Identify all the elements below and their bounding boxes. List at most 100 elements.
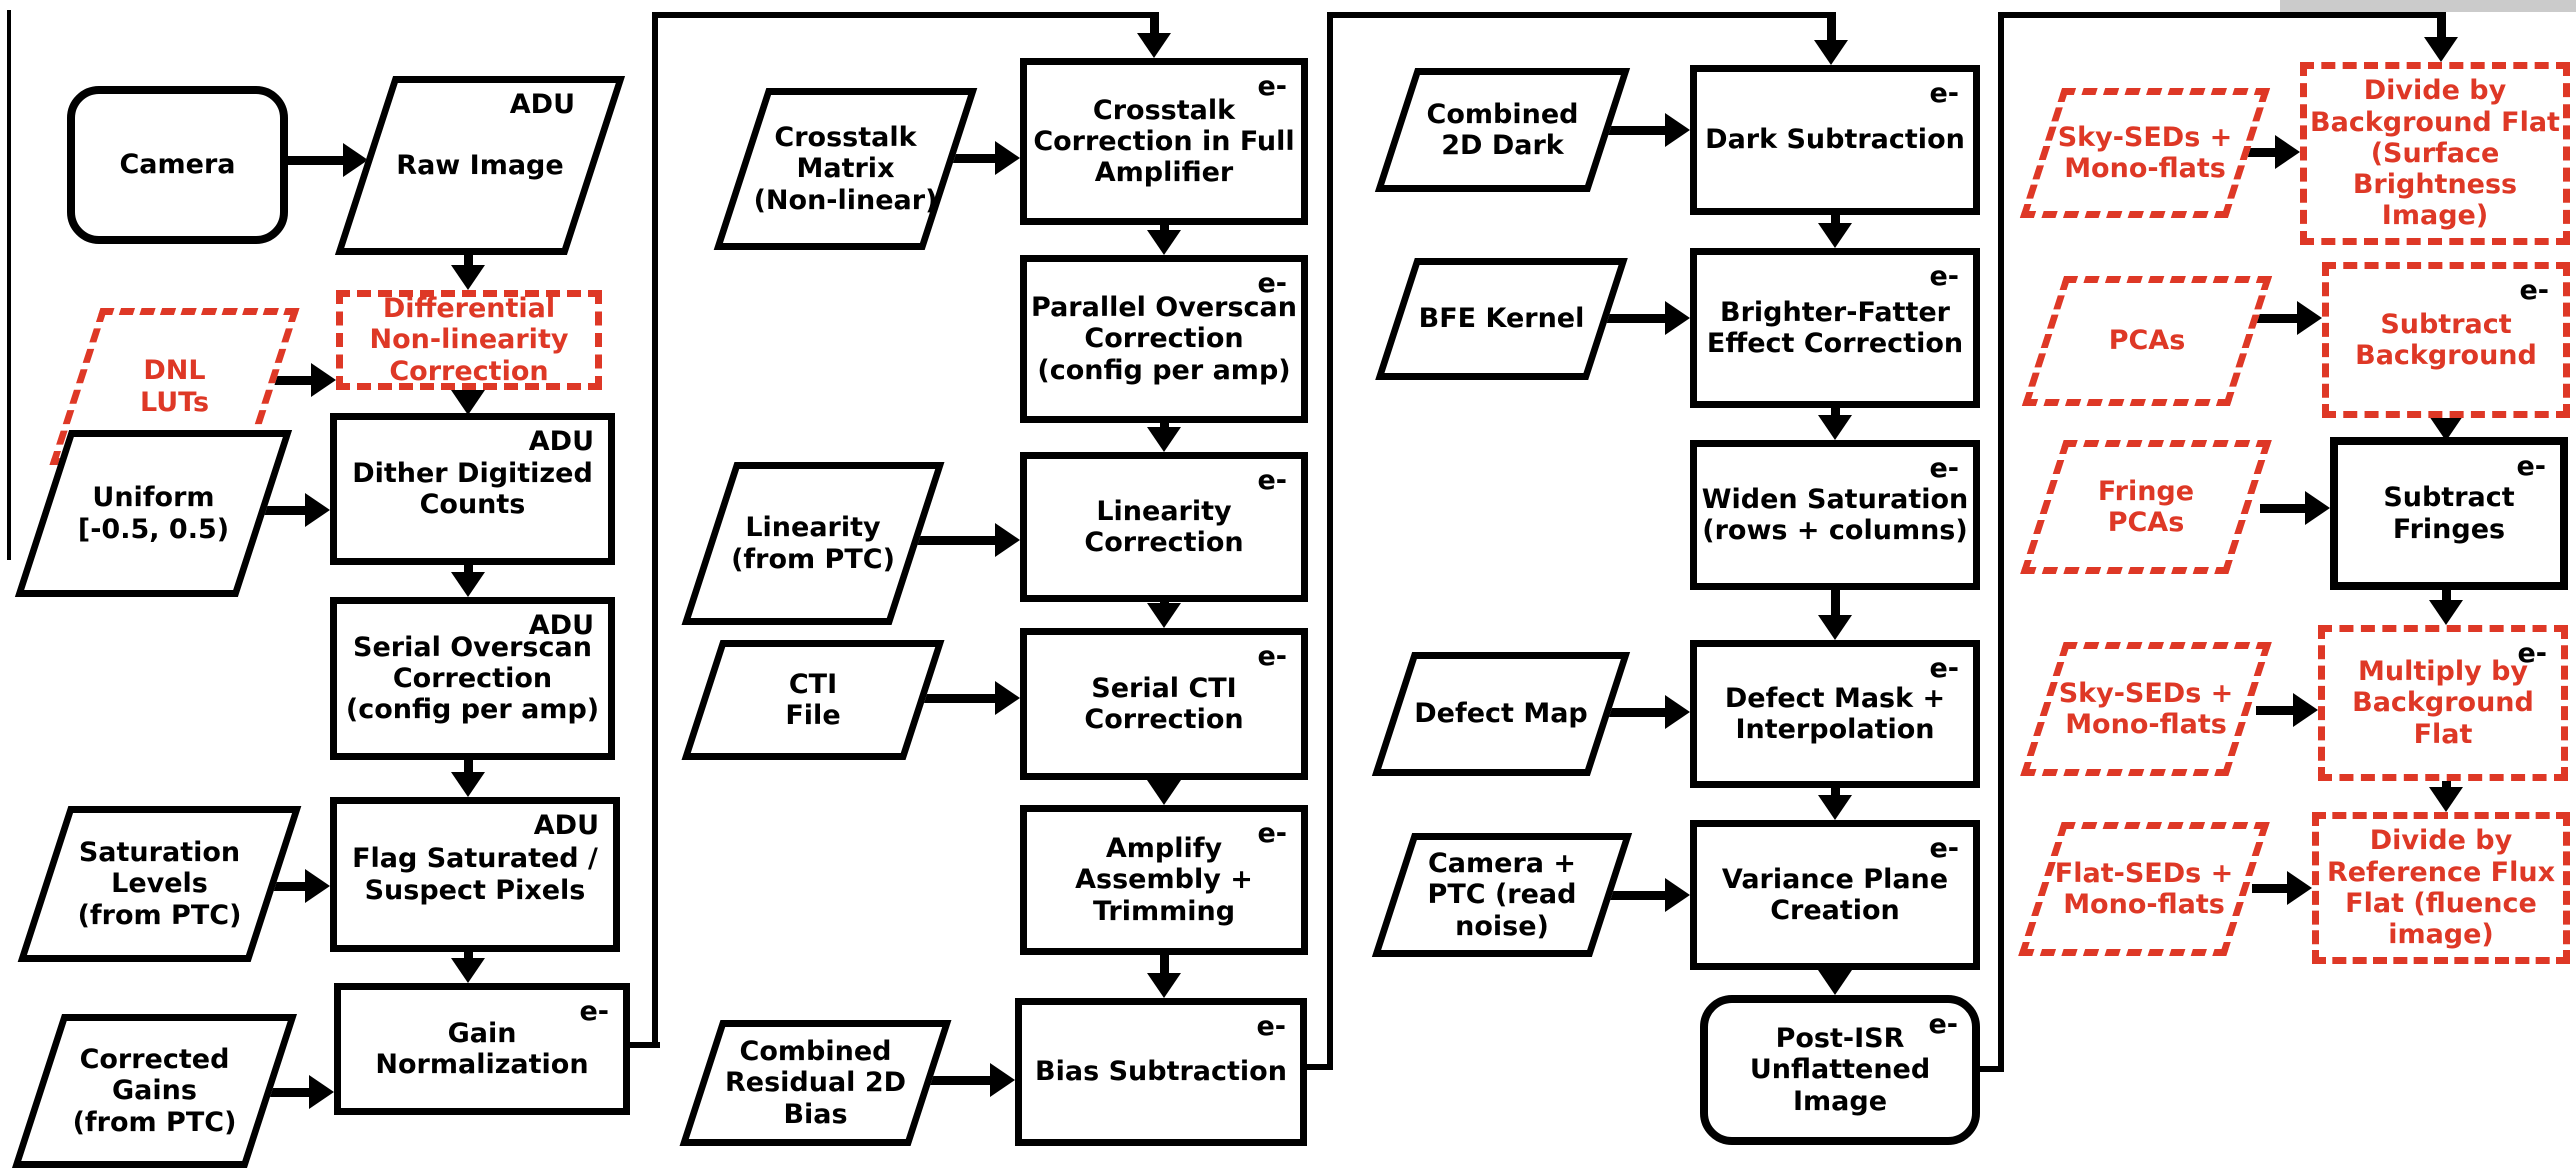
node-label: Dither Digitized Counts [352,457,593,520]
arrow-uniform-to-dither [252,493,330,527]
node-label: Post-ISR Unflattened Image [1749,1023,1931,1117]
process-multiply-background-flat: e- Multiply by Background Flat [2318,625,2568,781]
arrow-camera-to-raw-image [288,143,368,177]
process-dither-digitized-counts: ADU Dither Digitized Counts [330,413,615,565]
node-label: Subtract Fringes [2383,482,2515,545]
node-label: Multiply by Background Flat [2352,656,2534,750]
node-label: Amplify Assembly + Trimming [1075,833,1253,927]
node-label: Fringe PCAs [2097,475,2195,538]
arrow-combined-dark-to-dark [1562,113,1690,147]
node-label: Camera [119,149,236,181]
left-edge-artifact-line [7,10,11,560]
io-flat-seds-mono-flats: Flat-SEDs + Mono-flats [2018,822,2270,956]
arrow-flag-to-gain-normalization [451,952,485,983]
arrow-residual-bias-to-bias [898,1063,1015,1097]
io-bfe-kernel: BFE Kernel [1375,258,1628,380]
process-subtract-fringes: e- Subtract Fringes [2330,437,2568,590]
node-label: Crosstalk Correction in Full Amplifier [1033,94,1295,189]
connector-gain-to-crosstalk-top [652,12,1154,18]
process-divide-background-flat: Divide by Background Flat (Surface Brigh… [2300,62,2570,245]
terminator-camera: Camera [67,86,288,244]
node-label: Divide by Reference Flux Flat (fluence i… [2326,825,2556,951]
unit-badge: e- [1929,833,1959,864]
connector-gain-to-crosstalk-riser [652,12,658,1048]
io-pcas: PCAs [2021,276,2273,406]
process-defect-mask: e- Defect Mask + Interpolation [1690,640,1980,788]
io-fringe-pcas: Fringe PCAs [2020,440,2272,574]
connector-postisr-to-divide-riser [1998,12,2004,1072]
io-saturation-levels: Saturation Levels (from PTC) [17,806,302,962]
node-label: CTI File [785,668,841,731]
node-label: Serial CTI Correction [1084,672,1244,735]
arrow-camera-ptc-to-variance [1568,878,1690,912]
unit-badge: e- [1257,268,1287,299]
unit-badge: e- [579,996,609,1027]
arrow-linearity-input-to-correction [902,523,1020,557]
node-label: Sky-SEDs + Mono-flats [2057,121,2233,184]
io-crosstalk-matrix: Crosstalk Matrix (Non-linear) [713,88,978,250]
arrow-amplify-to-bias [1147,955,1181,998]
io-raw-image: ADU Raw Image [334,76,626,255]
connector-gain-to-crosstalk-h1 [626,1042,660,1048]
process-flag-saturated: ADU Flag Saturated / Suspect Pixels [330,797,620,952]
arrow-pcas-to-subtract-background [2255,301,2322,335]
unit-badge: e- [2516,451,2546,482]
unit-badge: e- [1928,1009,1958,1040]
arrow-into-crosstalk-correction [1137,12,1171,58]
arrow-saturation-to-flag [262,869,330,903]
io-camera-ptc: Camera + PTC (read noise) [1371,833,1633,957]
process-subtract-background: e- Subtract Background [2322,262,2570,418]
top-right-grey-strip [2280,0,2576,12]
node-label: Corrected Gains (from PTC) [72,1044,237,1138]
process-linearity-correction: e- Linearity Correction [1020,452,1308,602]
node-label: Defect Map [1414,698,1588,730]
node-label: Gain Normalization [375,1017,589,1080]
unit-badge: e- [1257,818,1287,849]
process-amplify-assembly: e- Amplify Assembly + Trimming [1020,805,1308,955]
connector-postisr-to-divide-top [1998,12,2439,18]
arrow-parallel-overscan-to-linearity [1147,423,1181,452]
arrow-variance-to-post-isr [1818,970,1852,995]
arrow-into-divide-background [2424,12,2458,62]
arrow-bfe-kernel-to-bfe [1562,301,1690,335]
unit-badge: e- [1929,261,1959,292]
arrow-fringe-pcas-to-fringes [2260,491,2330,525]
io-linearity-input: Linearity (from PTC) [681,462,945,625]
node-label: Crosstalk Matrix (Non-linear) [753,122,938,216]
arrow-fringes-to-multiply [2429,590,2463,625]
process-dark-subtraction: e- Dark Subtraction [1690,65,1980,215]
terminator-post-isr-unflattened-image: e- Post-ISR Unflattened Image [1700,995,1980,1145]
node-label: Combined Residual 2D Bias [724,1036,907,1130]
process-parallel-overscan: e- Parallel Overscan Correction (config … [1020,255,1308,423]
io-defect-map: Defect Map [1371,652,1631,776]
node-label: BFE Kernel [1418,303,1585,335]
arrow-subtract-background-to-fringes [2429,416,2463,441]
arrow-dnl-correction-to-dither [451,390,485,415]
arrow-into-dark-subtraction [1814,12,1848,65]
node-label: Defect Mask + Interpolation [1724,682,1946,745]
process-serial-overscan: ADU Serial Overscan Correction (config p… [330,597,615,760]
process-crosstalk-correction: e- Crosstalk Correction in Full Amplifie… [1020,58,1308,225]
connector-bias-to-dark-h1 [1305,1064,1333,1070]
arrow-sky-seds-1-to-divide [2248,135,2300,169]
unit-badge: e- [1929,453,1959,484]
unit-badge: ADU [509,89,575,120]
unit-badge: ADU [528,610,594,641]
process-bias-subtraction: e- Bias Subtraction [1015,998,1307,1146]
unit-badge: e- [1257,71,1287,102]
node-label: Raw Image [396,149,564,181]
arrow-widen-to-defect-mask [1818,590,1852,640]
process-serial-cti: e- Serial CTI Correction [1020,628,1308,780]
arrow-linearity-to-serial-cti [1147,602,1181,628]
process-dnl-correction: Differential Non-linearity Correction [336,290,602,390]
unit-badge: e- [1929,78,1959,109]
node-label: Uniform [-0.5, 0.5) [77,482,230,545]
node-label: Divide by Background Flat (Surface Brigh… [2310,75,2560,232]
node-label: Saturation Levels (from PTC) [77,837,242,931]
arrow-crosstalk-to-parallel-overscan [1147,225,1181,255]
arrow-serial-cti-to-amplify [1147,780,1181,805]
unit-badge: ADU [533,810,599,841]
node-label: Differential Non-linearity Correction [369,293,569,387]
connector-bias-to-dark-top [1327,12,1829,18]
